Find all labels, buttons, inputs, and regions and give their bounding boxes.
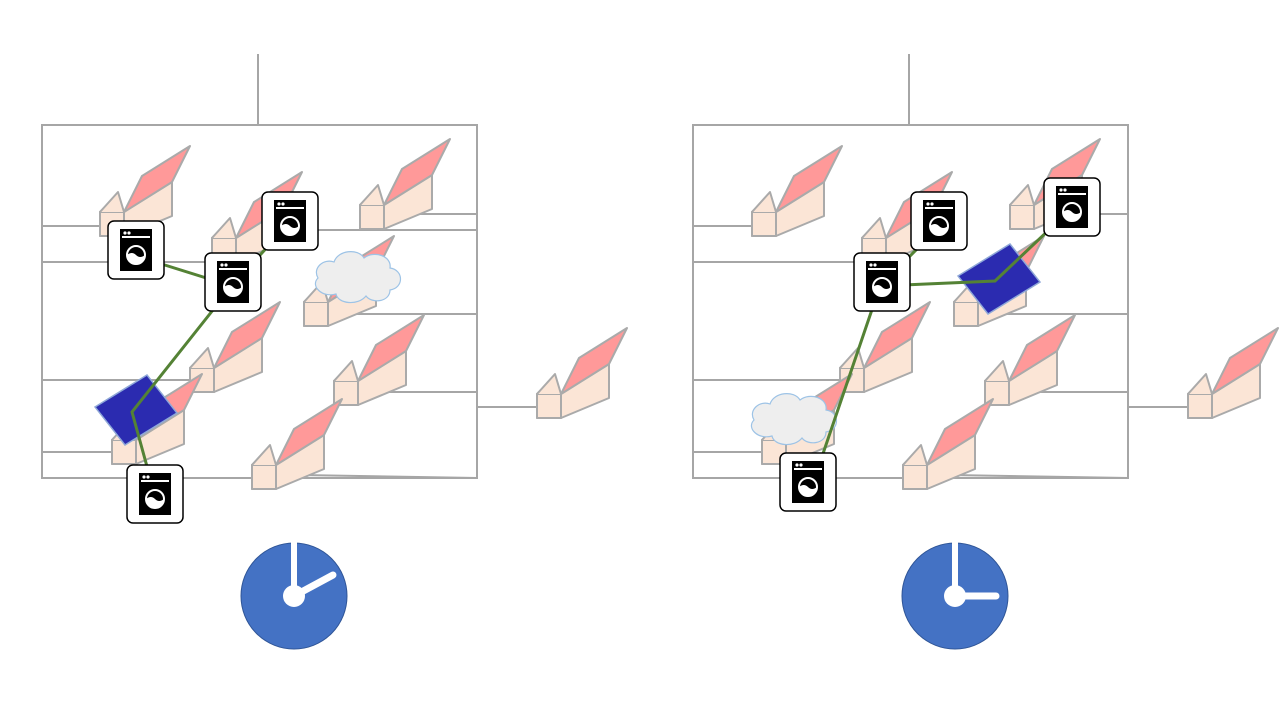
right-panel	[692, 54, 1279, 650]
house-icon	[1187, 327, 1279, 419]
house-icon	[751, 145, 843, 237]
house-icon	[536, 327, 628, 419]
cloud-icon	[314, 250, 402, 304]
house-icon	[839, 301, 931, 393]
clock-icon	[901, 542, 1009, 650]
washing-machine-icon[interactable]	[204, 252, 262, 312]
washing-machine-icon[interactable]	[107, 220, 165, 280]
washing-machine-icon[interactable]	[126, 464, 184, 524]
washing-machine-icon[interactable]	[779, 452, 837, 512]
washing-machine-icon[interactable]	[853, 252, 911, 312]
washing-machine-icon[interactable]	[261, 191, 319, 251]
washing-machine-icon[interactable]	[910, 191, 968, 251]
clock-icon	[240, 542, 348, 650]
left-panel	[41, 54, 628, 650]
washing-machine-icon[interactable]	[1043, 177, 1101, 237]
cloud-icon	[750, 392, 838, 446]
house-icon	[359, 138, 451, 230]
house-icon	[189, 301, 281, 393]
